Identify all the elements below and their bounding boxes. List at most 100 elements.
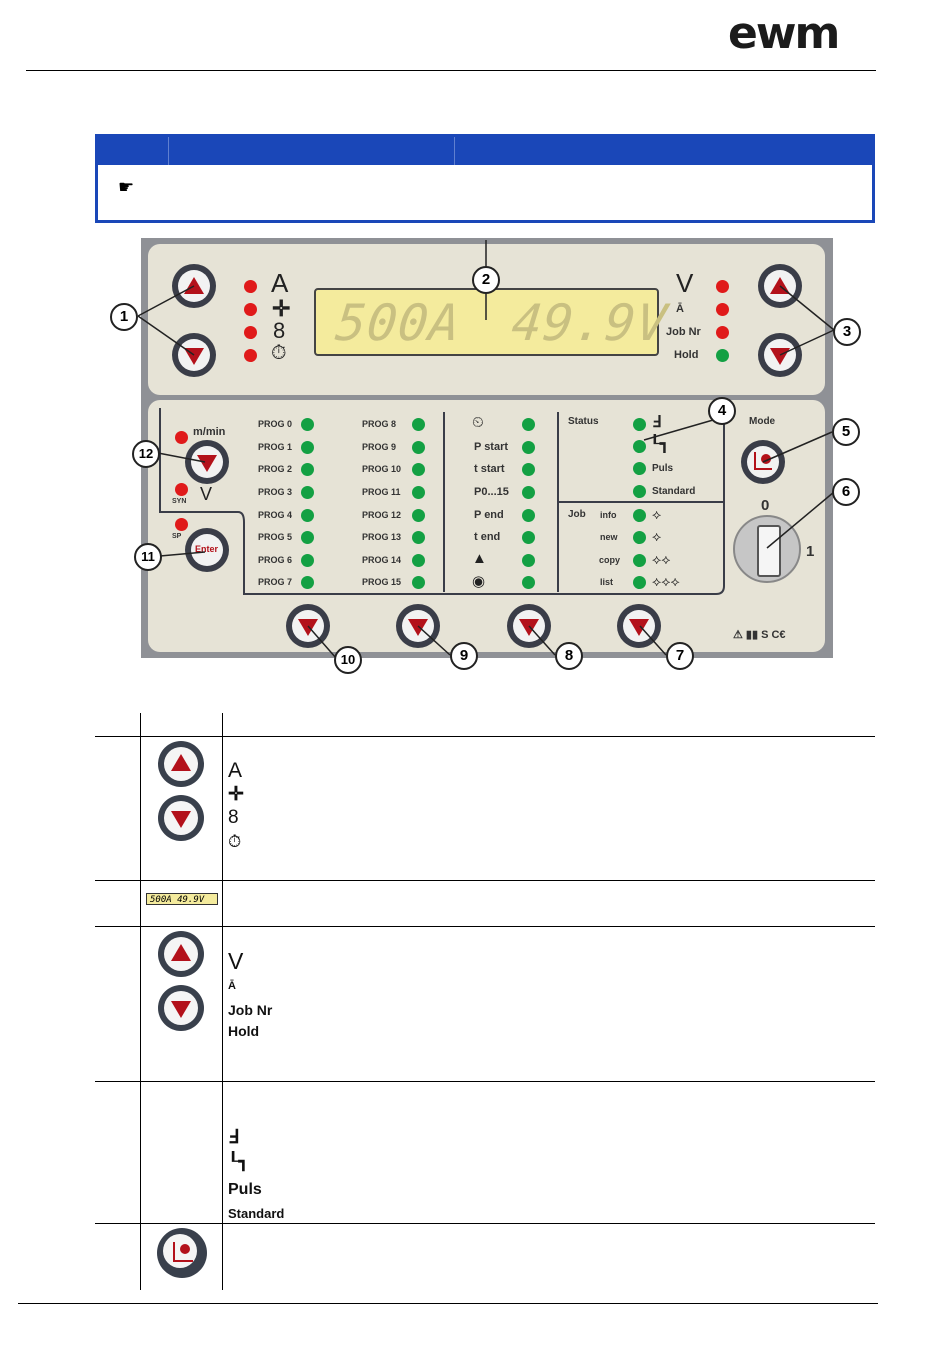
job-led [633, 531, 646, 544]
led-status-standard [633, 485, 646, 498]
callout-2: 2 [472, 266, 500, 294]
pointing-hand-icon: ☛ [118, 177, 135, 197]
param-label: t end [474, 531, 501, 543]
led-voltage-corr [175, 483, 188, 496]
program-section-outline [159, 408, 725, 595]
table-down-button-3 [158, 985, 204, 1031]
table-hold-label: Hold [228, 1023, 260, 1039]
ampere-symbol: A [271, 268, 289, 298]
job-icon: ⟡⟡ [652, 551, 671, 567]
spool-icon: 8 [273, 318, 286, 343]
prog-label: PROG 15 [362, 577, 402, 587]
job-nr-label: Job Nr [666, 326, 701, 338]
prog-led [301, 554, 314, 567]
job-item-label: new [600, 532, 618, 542]
prog-led [412, 576, 425, 589]
prog-led [301, 441, 314, 454]
prog-label: PROG 0 [258, 419, 293, 429]
prog-label: PROG 11 [362, 487, 401, 497]
key-switch[interactable] [733, 515, 801, 583]
job-item-label: copy [599, 555, 621, 565]
prog-led [301, 531, 314, 544]
param-label: P0...15 [474, 486, 509, 498]
param-led [522, 441, 535, 454]
prog-label: PROG 5 [258, 532, 293, 542]
param-led [522, 463, 535, 476]
led-spool [244, 326, 257, 339]
job-item-label: list [600, 577, 614, 587]
prog-led [301, 576, 314, 589]
led-mmin [175, 431, 188, 444]
param-led [522, 554, 535, 567]
table-standard-label: Standard [228, 1206, 285, 1221]
mmin-label: m/min [193, 426, 226, 438]
table-ma-label: Ā [228, 980, 236, 992]
four-step-icon: ┖┓ [650, 436, 670, 453]
enter-button[interactable]: Enter [185, 528, 229, 572]
prog-label: PROG 14 [362, 555, 402, 565]
wire-feed-icon: ✛ [272, 296, 291, 321]
puls-label: Puls [652, 463, 674, 474]
table-puls-label: Puls [228, 1181, 262, 1198]
key-position-1: 1 [806, 543, 815, 560]
param-led [522, 531, 535, 544]
callout-leaders [137, 240, 835, 659]
mode-label: Mode [749, 416, 776, 427]
param-led [522, 418, 535, 431]
table-up-button-1 [158, 741, 204, 787]
led-timer [244, 349, 257, 362]
prog-led [412, 509, 425, 522]
standard-label: Standard [652, 486, 696, 497]
job-item-label: info [600, 510, 617, 520]
table-four-step-icon: ┖┓ [228, 1152, 249, 1171]
param-label: P start [474, 441, 509, 453]
led-current [244, 280, 257, 293]
table-job-nr-label: Job Nr [228, 1002, 273, 1018]
table-header-rule [95, 736, 875, 737]
note-header-bar [98, 137, 872, 165]
led-job-nr [716, 326, 729, 339]
prog-led [412, 463, 425, 476]
voltage-corr-symbol: V [200, 484, 213, 504]
syn-label: SYN [172, 498, 187, 505]
callout-5: 5 [832, 418, 860, 446]
wire-speed-button[interactable] [185, 440, 229, 484]
timer-icon: ⏱ [271, 342, 287, 364]
table-timer-icon: ⏱ [228, 832, 242, 851]
hold-label: Hold [674, 349, 699, 361]
led-ma [716, 303, 729, 316]
param-label: P end [474, 509, 504, 521]
param-label: t start [474, 463, 505, 475]
enter-label: Enter [195, 544, 219, 554]
led-status-0 [633, 418, 646, 431]
prog-label: PROG 12 [362, 510, 402, 520]
callout-12: 12 [132, 440, 160, 468]
table-down-button-1 [158, 795, 204, 841]
program-section [148, 400, 825, 652]
table-two-step-icon: Ⅎ [228, 1127, 239, 1148]
param-led [522, 509, 535, 522]
prog-led [412, 554, 425, 567]
prog-led [301, 418, 314, 431]
param-button-7[interactable] [617, 604, 661, 648]
prog-label: PROG 9 [362, 442, 397, 452]
job-label: Job [568, 509, 586, 520]
ewm-logo: ewm [728, 8, 840, 59]
param-icon: ▲ [472, 550, 487, 567]
prog-label: PROG 4 [258, 510, 293, 520]
table-spool-icon: 8 [228, 807, 239, 828]
key-position-0: 0 [761, 497, 770, 514]
callout-11: 11 [134, 543, 162, 571]
prog-led [301, 486, 314, 499]
job-icon: ⟡ [652, 528, 662, 544]
table-mini-display: 500A 49.9V [146, 893, 218, 905]
callout-10: 10 [334, 646, 362, 674]
led-wire-feed [244, 303, 257, 316]
mA-label: Ā [676, 303, 684, 315]
sp-label: SP [172, 533, 182, 540]
prog-led [412, 418, 425, 431]
led-sp [175, 518, 188, 531]
table-mode-button [157, 1228, 207, 1278]
prog-label: PROG 13 [362, 532, 402, 542]
callout-3: 3 [833, 318, 861, 346]
